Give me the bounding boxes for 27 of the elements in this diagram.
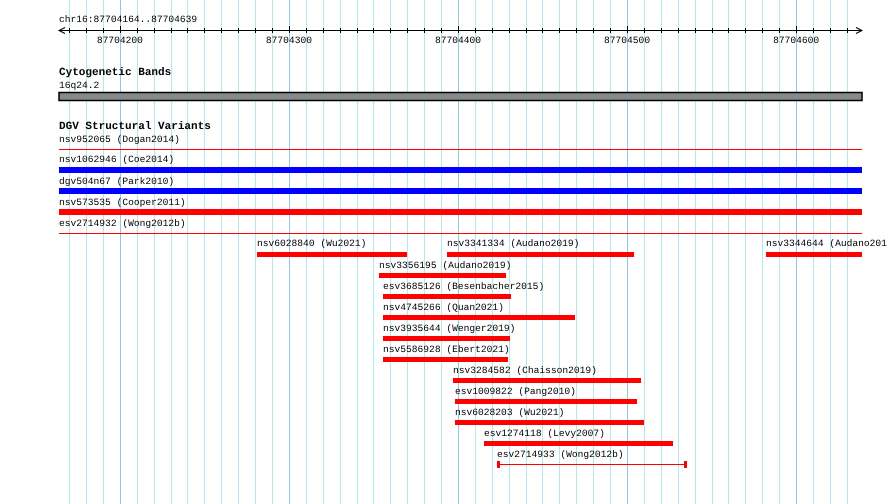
feature-label: nsv1062946 (Coe2014) — [59, 154, 174, 166]
feature-label: nsv4745266 (Quan2021) — [383, 302, 504, 314]
tick-label: 87704500 — [604, 35, 650, 47]
feature-label: nsv573535 (Cooper2011) — [59, 197, 186, 209]
tick-label: 87704300 — [266, 35, 312, 47]
feature-label: esv3685126 (Besenbacher2015) — [383, 281, 544, 293]
feature-label: nsv6028840 (Wu2021) — [257, 238, 366, 250]
tick-label: 87704400 — [434, 35, 482, 47]
feature-label: nsv952065 (Dogan2014) — [59, 134, 180, 146]
feature-label: nsv6028203 (Wu2021) — [455, 407, 564, 419]
feature-label: nsv3935644 (Wenger2019) — [383, 323, 516, 335]
feature-label: esv1274118 (Levy2007) — [484, 428, 605, 440]
feature-label: nsv3344644 (Audano201 — [766, 238, 887, 250]
feature-label: nsv3284582 (Chaisson2019) — [453, 365, 597, 377]
feature-label: esv2714933 (Wong2012b) — [497, 449, 624, 461]
band-label: 16q24.2 — [59, 80, 100, 92]
feature-label: esv1009822 (Pang2010) — [455, 386, 576, 398]
feature-label: nsv3341334 (Audano2019) — [447, 238, 580, 250]
tick-label: 87704200 — [96, 35, 143, 47]
feature-label: nsv3356195 (Audano2019) — [379, 260, 512, 272]
feature-label: dgv504n67 (Park2010) — [59, 176, 174, 188]
track-title: Cytogenetic Bands — [59, 67, 172, 79]
coordinate-label: chr16:87704164..87704639 — [59, 14, 198, 26]
track-title: DGV Structural Variants — [59, 121, 211, 133]
tick-label: 87704600 — [773, 35, 820, 47]
feature-label: esv2714932 (Wong2012b) — [59, 218, 186, 230]
feature-label: nsv5586928 (Ebert2021) — [383, 344, 510, 356]
